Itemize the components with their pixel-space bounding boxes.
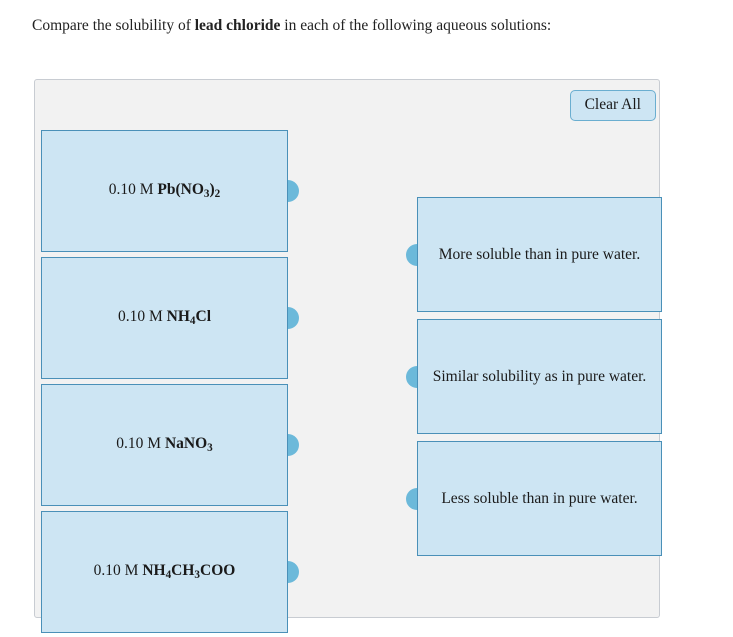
- solution-card-label: 0.10 M NaNO3: [116, 435, 212, 454]
- solution-card-label: 0.10 M Pb(NO3)2: [109, 181, 221, 200]
- connector-nub-icon[interactable]: [406, 365, 417, 388]
- solution-formula: Pb(NO3)2: [157, 181, 221, 201]
- connector-nub-icon[interactable]: [288, 180, 299, 202]
- question-prompt: Compare the solubility of lead chloride …: [32, 16, 712, 36]
- solutions-column: 0.10 M Pb(NO3)2 0.10 M NH4Cl 0.10 M NaNO…: [41, 130, 299, 633]
- solution-concentration: 0.10 M: [118, 308, 167, 326]
- answer-card[interactable]: Similar solubility as in pure water.: [406, 319, 662, 434]
- prompt-text-after: in each of the following aqueous solutio…: [280, 17, 552, 34]
- solution-card[interactable]: 0.10 M NaNO3: [41, 384, 299, 506]
- connector-nub-icon[interactable]: [288, 307, 299, 329]
- connector-nub-icon[interactable]: [406, 243, 417, 266]
- prompt-text-before: Compare the solubility of: [32, 17, 195, 34]
- connector-nub-icon[interactable]: [406, 487, 417, 510]
- answer-card[interactable]: More soluble than in pure water.: [406, 197, 662, 312]
- solution-concentration: 0.10 M: [93, 562, 143, 580]
- solution-formula: NH4Cl: [166, 308, 211, 328]
- answer-card[interactable]: Less soluble than in pure water.: [406, 441, 662, 556]
- solution-card-label: 0.10 M NH4CH3COO: [94, 562, 236, 581]
- prompt-emphasis: lead chloride: [194, 17, 281, 34]
- solution-formula: NH4CH3COO: [142, 562, 236, 582]
- answers-column: More soluble than in pure water. Similar…: [406, 197, 662, 556]
- connector-nub-icon[interactable]: [288, 434, 299, 456]
- solution-card[interactable]: 0.10 M NH4Cl: [41, 257, 299, 379]
- connector-nub-icon[interactable]: [288, 561, 299, 583]
- solution-concentration: 0.10 M: [116, 435, 165, 453]
- solution-card-label: 0.10 M NH4Cl: [118, 308, 211, 327]
- solution-card[interactable]: 0.10 M NH4CH3COO: [41, 511, 299, 633]
- clear-all-button[interactable]: Clear All: [569, 90, 656, 121]
- answer-card-label: Similar solubility as in pure water.: [432, 367, 647, 385]
- solution-card[interactable]: 0.10 M Pb(NO3)2: [41, 130, 299, 252]
- answer-card-label: More soluble than in pure water.: [438, 245, 641, 263]
- solution-concentration: 0.10 M: [108, 181, 158, 199]
- matching-exercise-panel: Clear All 0.10 M Pb(NO3)2 0.10 M NH4Cl 0…: [34, 79, 662, 633]
- solution-formula: NaNO3: [164, 435, 213, 455]
- answer-card-label: Less soluble than in pure water.: [441, 489, 638, 507]
